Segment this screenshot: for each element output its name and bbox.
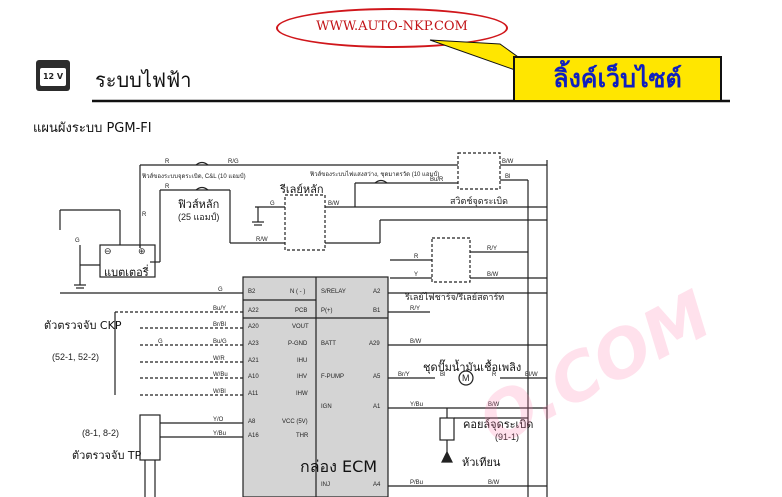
battery-label: แบตเตอรี่ — [104, 266, 149, 279]
wire-label-r3: R — [142, 212, 147, 218]
wire-label-ybu-ign: Y/Bu — [410, 402, 424, 408]
wire-label-bw-batt: B/W — [410, 339, 422, 345]
ecm-pin-name: IHU — [297, 358, 308, 364]
wire-label-yo: Y/O — [213, 417, 224, 423]
wire-label-r2: R — [165, 184, 170, 190]
battery-minus: ⊖ — [104, 246, 112, 256]
wiring — [59, 152, 548, 497]
wire-label-bw-inj: B/W — [488, 480, 500, 486]
ecm-pin: A20 — [248, 324, 259, 330]
ecm-pin-name: P(+) — [321, 308, 333, 314]
ecm-pin-name: S/RELAY — [321, 289, 346, 295]
ecm-pin: A5 — [373, 374, 381, 380]
wire-label-r-pump: R — [492, 372, 497, 378]
ecm-pin-name: IHV — [297, 374, 308, 380]
wire-label-ry: R/Y — [487, 246, 498, 252]
ecm-pin-name: VOUT — [292, 324, 309, 330]
spark-plug-label: หัวเทียน — [462, 456, 501, 469]
starter-relay-label: รีเลย์ไฟชาร์จ/รีเลย์สตาร์ท — [405, 292, 505, 302]
wire-label-ybu: Y/Bu — [213, 431, 227, 437]
fuel-pump-label: ชุดปั๊มน้ำมันเชื้อเพลิง — [423, 361, 522, 374]
wire-label-bl-pump: Bl — [440, 372, 446, 378]
wire-label-bur: Bu/R — [430, 177, 444, 183]
wire-label-r-st: R — [414, 254, 419, 260]
ecm-pin-name: INJ — [321, 482, 330, 488]
ckp-ref: (52-1, 52-2) — [52, 352, 100, 362]
website-link-banner[interactable]: ลิ้งค์เว็บไซต์ — [513, 56, 722, 102]
ecm-pin-name: P-GND — [288, 341, 308, 347]
ecm-pin-name: THR — [296, 433, 309, 439]
ecm-pin: A16 — [248, 433, 259, 439]
ecm-pin: B1 — [373, 308, 381, 314]
ecm-pin: A23 — [248, 341, 259, 347]
website-url[interactable]: WWW.AUTO-NKP.COM — [316, 19, 468, 34]
ecm-pin: A10 — [248, 374, 259, 380]
main-relay-label: รีเลย์หลัก — [280, 183, 324, 196]
wire-label-g-relay: G — [270, 201, 275, 207]
wire-label-bl-ign: Bl — [505, 174, 511, 180]
tp-sensor-label: ตัวตรวจจับ TP — [72, 449, 142, 462]
diagram-title: แผนผังระบบ PGM-FI — [33, 121, 152, 136]
wire-label-wbl: W/Bl — [213, 389, 226, 395]
wire-label-wbu: W/Bu — [213, 372, 228, 378]
ecm-pin-name: IGN — [321, 404, 332, 410]
ignition-switch-label: สวิตช์จุดระเบิด — [450, 196, 508, 206]
ecm-pin-name: PCB — [295, 308, 308, 314]
ignition-coil-ref: (91-1) — [495, 432, 520, 442]
main-fuse-label: ฟิวส์หลัก — [178, 198, 220, 211]
website-url-oval — [276, 8, 508, 48]
battery-plus: ⊕ — [138, 246, 146, 256]
ecm-pin: A2 — [373, 289, 381, 295]
wire-label-blw: Bl/W — [525, 372, 538, 378]
wire-label-g-ckp: G — [158, 339, 163, 345]
ecm-pin-name: N ( - ) — [290, 289, 306, 295]
ecm-pin-name: IHW — [296, 391, 308, 397]
wire-label-bw-relay: B/W — [328, 201, 340, 207]
ecm-pin: A4 — [373, 482, 381, 488]
wire-label-bw-ign2: B/W — [488, 402, 500, 408]
wire-label-bug: Bu/G — [213, 339, 227, 345]
wire-label-rw: R/W — [256, 237, 268, 243]
wire-label-g-batt: G — [75, 238, 80, 244]
fuse-ignition-note: ฟิวส์ของระบบจุดระเบิด, C&L (10 แอมป์) — [142, 174, 246, 180]
main-fuse-rating: (25 แอมป์) — [178, 212, 220, 222]
wire-label-brbl: Br/Bl — [213, 322, 227, 328]
fuse-light-note: ฟิวส์ของระบบไฟแสงสว่าง, ชุดมาตรวัด (10 แ… — [310, 172, 440, 178]
wire-label-bw-ign: B/W — [502, 159, 514, 165]
wire-label-y-st: Y — [414, 272, 419, 278]
pump-motor: M — [462, 373, 470, 383]
ecm-pin-name: F-PUMP — [321, 374, 344, 380]
battery-icon-label: 12 V — [40, 68, 66, 86]
battery-icon: 12 V — [36, 60, 70, 91]
ignition-coil-label: คอยล์จุดระเบิด — [463, 418, 534, 431]
wire-label-bw-st: B/W — [487, 272, 499, 278]
wire-label-wr: W/R — [213, 356, 225, 362]
ecm-pin: A1 — [373, 404, 381, 410]
ecm-pin: B2 — [248, 289, 256, 295]
ecm-pin: A11 — [248, 391, 259, 397]
section-title: ระบบไฟฟ้า — [95, 68, 192, 92]
ecm-pin: A29 — [369, 341, 380, 347]
wire-label-bry: Br/Y — [398, 372, 410, 378]
wire-label-pbu: P/Bu — [410, 480, 424, 486]
ecm-pin: A22 — [248, 308, 259, 314]
ckp-sensor-label: ตัวตรวจจับ CKP — [44, 319, 122, 332]
wire-label-g-ecm: G — [218, 287, 223, 293]
wire-label-rg: R/G — [228, 159, 239, 165]
ecm-pin-name: BATT — [321, 341, 336, 347]
wire-label-r: R — [165, 159, 170, 165]
wire-label-buy: Bu/Y — [213, 306, 227, 312]
ecm-pin: A21 — [248, 358, 259, 364]
ecm-pin-name: VCC (5V) — [282, 419, 308, 425]
wire-label-ry-p: R/Y — [410, 306, 421, 312]
ecm-pin: A8 — [248, 419, 256, 425]
tp-ref: (8-1, 8-2) — [82, 428, 120, 438]
ecm-box-label: กล่อง ECM — [300, 457, 378, 476]
